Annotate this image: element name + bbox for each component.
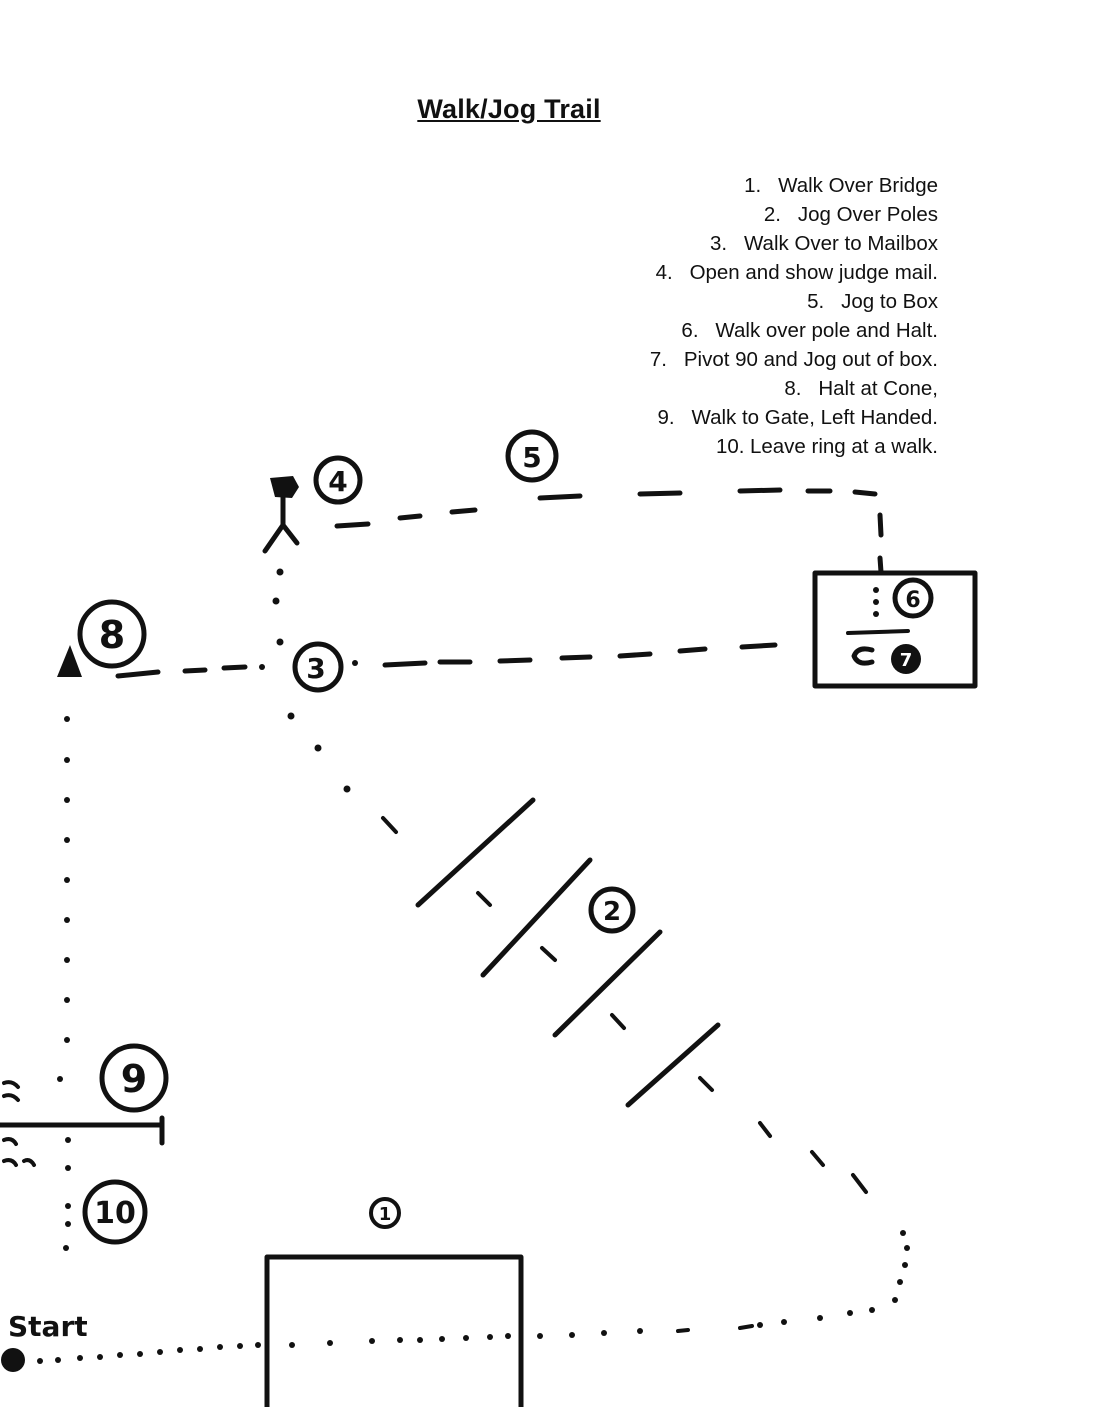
step-item: 3. Walk Over to Mailbox xyxy=(650,229,938,258)
step-item: 5. Jog to Box xyxy=(650,287,938,316)
step-item: 2. Jog Over Poles xyxy=(650,200,938,229)
svg-text:7: 7 xyxy=(900,650,913,671)
box-rectangle xyxy=(812,570,978,689)
step-text: Jog to Box xyxy=(841,290,938,313)
marker-9: 9 xyxy=(99,1043,169,1113)
step-item: 1. Walk Over Bridge xyxy=(650,171,938,200)
step-item: 4. Open and show judge mail. xyxy=(650,258,938,287)
step-number: 6. xyxy=(681,319,699,342)
gate-icon xyxy=(0,1080,165,1167)
step-text: Leave ring at a walk. xyxy=(749,435,938,458)
svg-text:1: 1 xyxy=(379,1204,392,1225)
svg-text:4: 4 xyxy=(328,465,347,498)
svg-text:8: 8 xyxy=(99,613,125,657)
svg-text:2: 2 xyxy=(603,897,621,927)
cone-icon xyxy=(57,645,82,677)
step-number: 3. xyxy=(709,232,728,255)
step-text: Halt at Cone, xyxy=(818,377,938,400)
marker-1: 1 xyxy=(369,1197,401,1229)
jog-path xyxy=(334,487,884,575)
step-number: 4. xyxy=(655,261,673,284)
marker-3: 3 xyxy=(292,641,344,693)
marker-5: 5 xyxy=(505,429,559,483)
svg-text:3: 3 xyxy=(306,652,325,685)
step-number: 1. xyxy=(744,174,762,197)
page-title: Walk/Jog Trail xyxy=(417,94,601,124)
svg-text:9: 9 xyxy=(121,1057,147,1101)
instruction-list: 1. Walk Over Bridge 2. Jog Over Poles 3. Wa… xyxy=(650,171,938,461)
step-text: Jog Over Poles xyxy=(797,203,938,226)
step-number: 9. xyxy=(657,406,675,429)
step-text: Pivot 90 and Jog out of box. xyxy=(683,348,938,371)
step-text: Walk to Gate, Left Handed. xyxy=(691,406,938,429)
step-item: 9. Walk to Gate, Left Handed. xyxy=(650,403,938,432)
marker-7: 7 xyxy=(851,644,921,674)
step-text: Walk over pole and Halt. xyxy=(715,319,938,342)
pole-icon xyxy=(415,797,721,1108)
walk-path xyxy=(37,1230,910,1364)
walk-path xyxy=(259,660,358,670)
marker-2: 2 xyxy=(588,886,636,934)
step-number: 5. xyxy=(807,290,825,313)
start-label: Start xyxy=(8,1310,88,1343)
step-item: 10.Leave ring at a walk. xyxy=(650,432,938,461)
step-text: Open and show judge mail. xyxy=(689,261,938,284)
marker-8: 8 xyxy=(77,599,147,669)
step-number: 8. xyxy=(784,377,802,400)
marker-4: 4 xyxy=(313,455,363,505)
step-number: 2. xyxy=(763,203,781,226)
svg-text:5: 5 xyxy=(522,441,541,474)
step-number: 7. xyxy=(649,348,667,371)
step-number: 10. xyxy=(715,435,745,458)
jog-path xyxy=(381,816,868,1333)
step-item: 8. Halt at Cone, xyxy=(650,374,938,403)
step-item: 7. Pivot 90 and Jog out of box. xyxy=(650,345,938,374)
step-text: Walk Over Bridge xyxy=(778,174,938,197)
jog-path xyxy=(115,642,778,679)
step-item: 6. Walk over pole and Halt. xyxy=(650,316,938,345)
start-dot xyxy=(1,1348,25,1372)
pole-icon xyxy=(846,629,910,635)
svg-text:10: 10 xyxy=(94,1196,136,1231)
marker-6: 6 xyxy=(892,577,934,619)
walk-path xyxy=(57,716,71,1251)
bridge-rectangle xyxy=(264,1254,524,1407)
mailbox-icon xyxy=(262,476,300,554)
marker-10: 10 xyxy=(82,1179,148,1245)
svg-text:6: 6 xyxy=(905,588,920,613)
walk-path xyxy=(272,568,351,793)
walk-path xyxy=(873,587,879,617)
step-text: Walk Over to Mailbox xyxy=(743,232,938,255)
